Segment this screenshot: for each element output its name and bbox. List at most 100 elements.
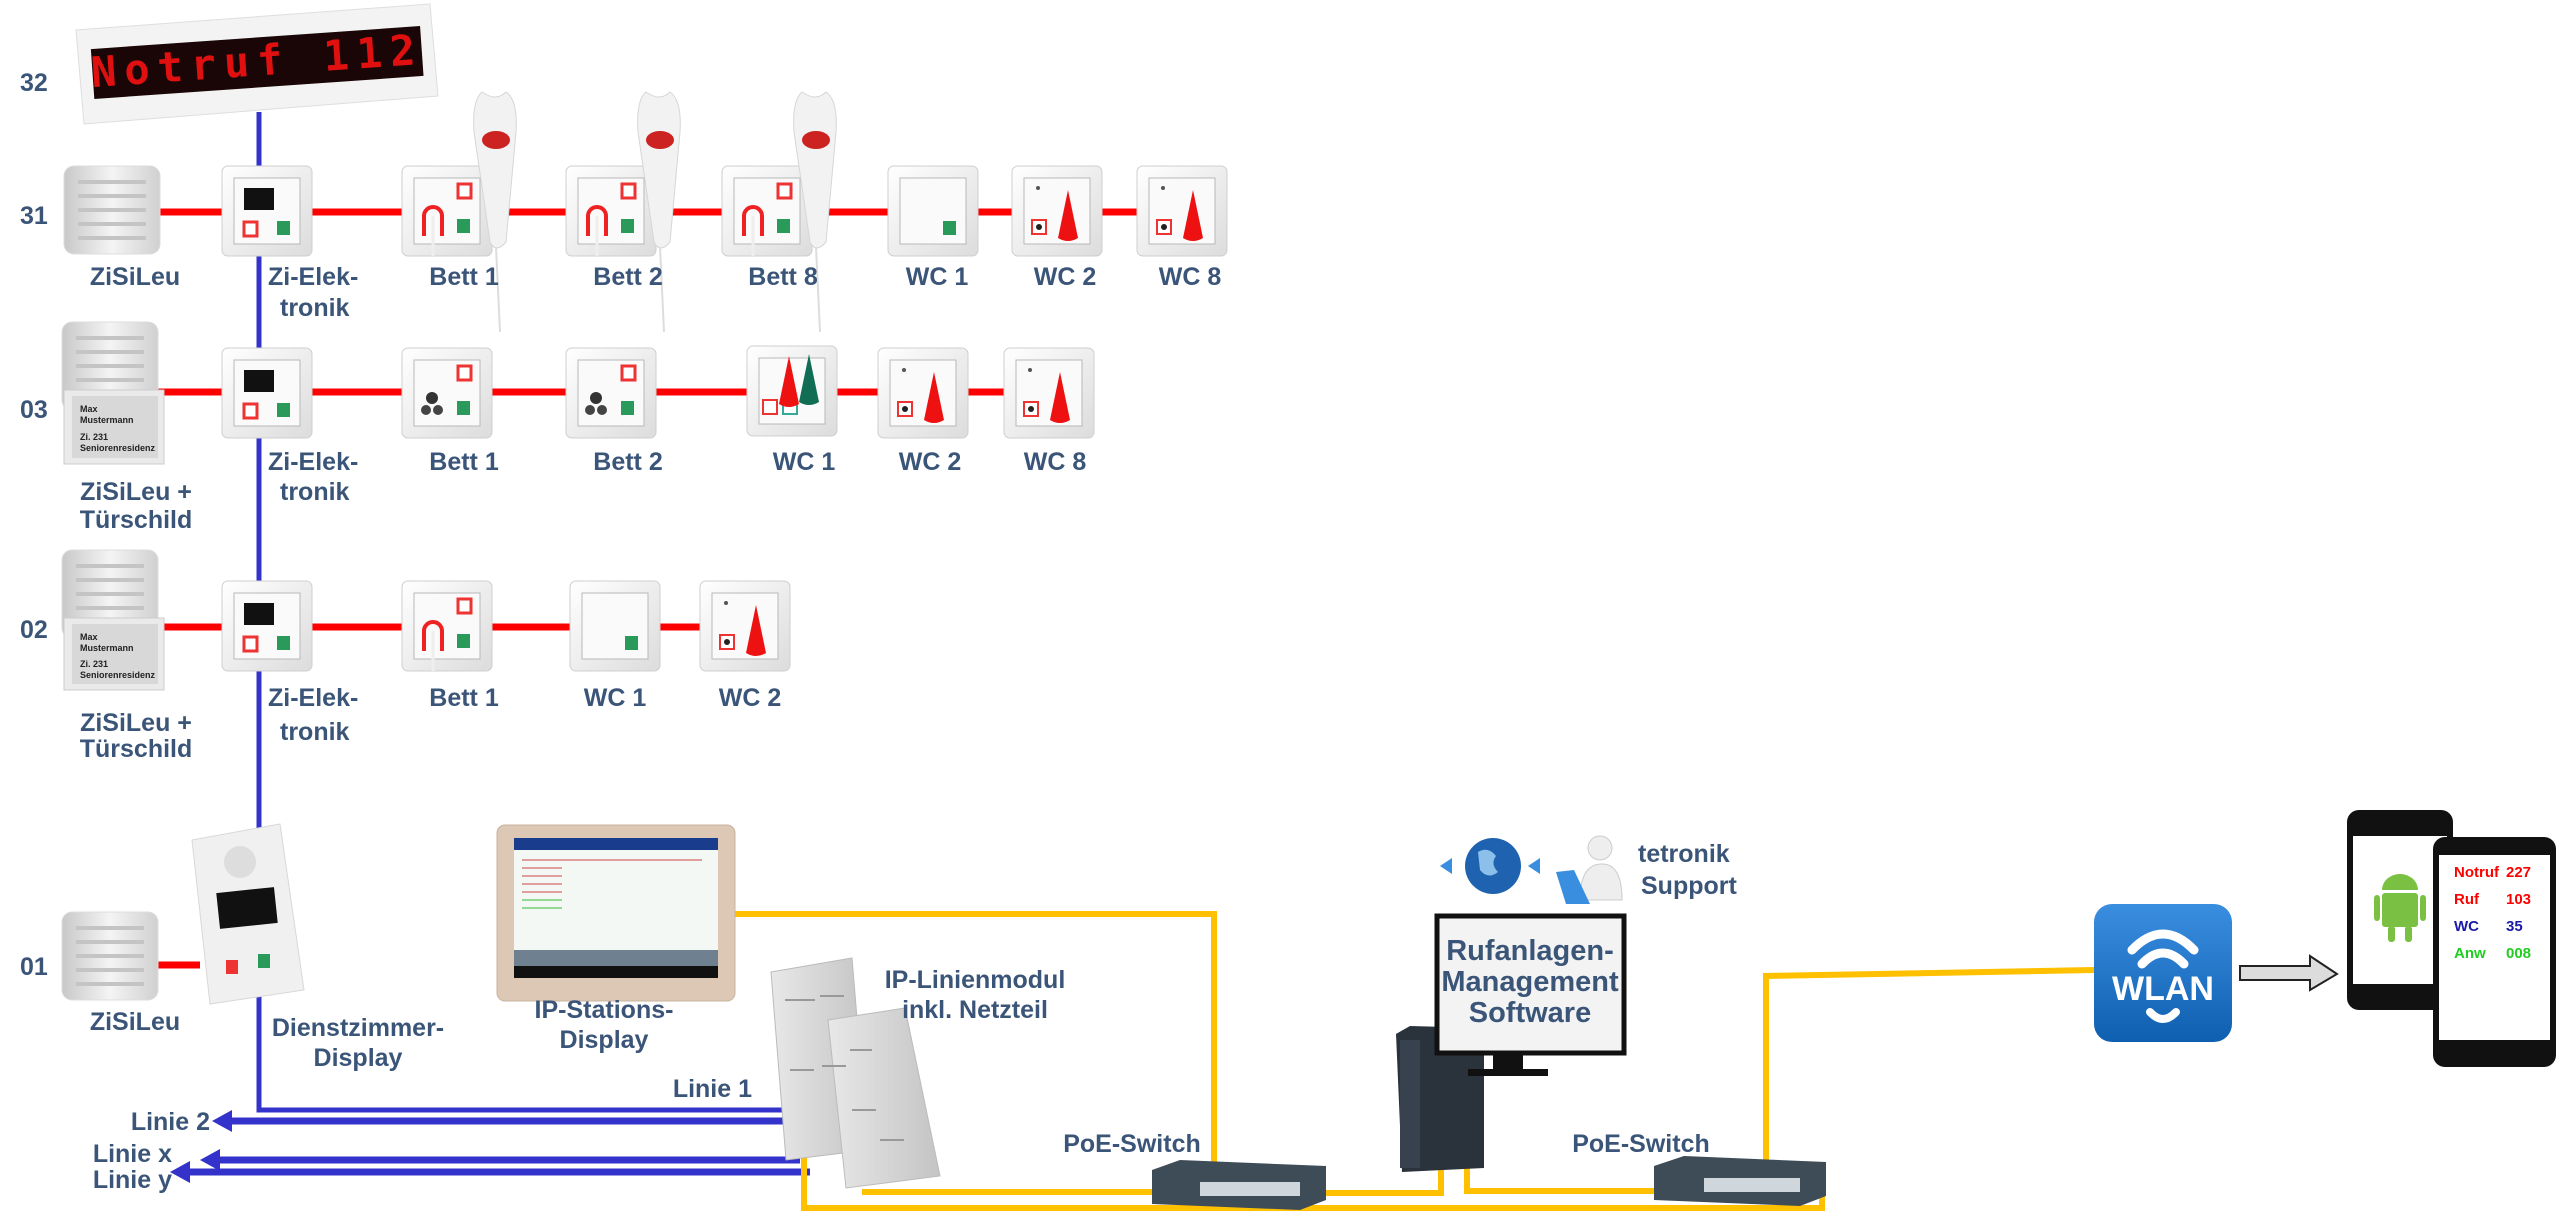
ethernet-cables: [735, 911, 2095, 1211]
door-sign-text: Seniorenresidenz: [80, 443, 156, 453]
software-label-2: Management: [1441, 966, 1619, 998]
door-sign-text: Mustermann: [80, 415, 134, 425]
wc-unit-1: [570, 581, 660, 671]
bed-unit-2: [566, 348, 656, 438]
door-sign-text: Zi. 231: [80, 432, 108, 442]
zisileu-with-door-sign: Max Mustermann Zi. 231 Seniorenresidenz: [60, 548, 165, 691]
label-ip-linienmodul: IP-Linienmodul: [885, 966, 1066, 994]
phone-row-label: Anw: [2454, 945, 2486, 962]
phone-row-value: 008: [2506, 945, 2531, 962]
arrow-left-icon: [1528, 858, 1540, 874]
room-row-03: Max Mustermann Zi. 231 Seniorenresidenz …: [60, 320, 1094, 534]
level-31: 31: [20, 202, 48, 230]
phone-row-value: 227: [2506, 864, 2531, 881]
software-label-3: Software: [1469, 997, 1591, 1029]
corridor-display-notruf: Notruf 112: [75, 3, 439, 125]
label-wc-1: WC 1: [906, 263, 969, 291]
wlan-access-point: WLAN: [2094, 904, 2232, 1042]
label-bett-1: Bett 1: [429, 263, 499, 291]
phone-row-label: Notruf: [2454, 864, 2500, 881]
room-row-02: Max Mustermann Zi. 231 Seniorenresidenz …: [60, 548, 790, 763]
poe-switch-1: PoE-Switch: [1063, 1130, 1326, 1210]
label-zi-elek: Zi-Elek-: [268, 684, 358, 712]
bed-unit-8: [722, 166, 812, 256]
cable-module-switch2: [801, 1150, 1825, 1211]
room-row-01: ZiSiLeu Dienstzimmer- Display IP-Station…: [60, 823, 1066, 1189]
bed-unit-1: [402, 581, 492, 671]
ip-linienmodul-device: [770, 957, 941, 1189]
label-ip-stations: IP-Stations-: [535, 996, 674, 1024]
line-1-wiring: [256, 112, 785, 1113]
wc-unit-1: [888, 166, 978, 256]
other-lines: [170, 1110, 810, 1183]
management-software-monitor: Rufanlagen- Management Software: [1434, 913, 1627, 1076]
label-bett-2: Bett 2: [593, 263, 662, 291]
label-bett-1: Bett 1: [429, 684, 499, 712]
label-zi-elek-2: tronik: [280, 294, 350, 322]
label-bett-2: Bett 2: [593, 448, 662, 476]
wc-unit-1: [747, 346, 837, 436]
linie-x-arrow-icon: [200, 1149, 220, 1171]
label-poe-switch-2: PoE-Switch: [1572, 1130, 1710, 1158]
door-sign-text: Mustermann: [80, 643, 134, 653]
zi-elektronik-device: [222, 348, 312, 438]
server-pc-tower: [1396, 1026, 1484, 1172]
label-zisileu: ZiSiLeu +: [80, 709, 192, 737]
smartphone-android: [2347, 810, 2453, 1010]
zi-elektronik-device: [222, 166, 312, 256]
label-ip-linienmodul-2: inkl. Netzteil: [902, 996, 1048, 1024]
room-row-31: ZiSiLeu Zi-Elek- tronik Bett 1 Bett 2 Be…: [62, 91, 1227, 333]
level-32: 32: [20, 69, 48, 97]
label-zi-elek-2: tronik: [280, 718, 350, 746]
zisileu-with-door-sign: Max Mustermann Zi. 231 Seniorenresidenz: [60, 320, 165, 465]
phone-row-label: WC: [2454, 918, 2479, 935]
label-linie-y: Linie y: [93, 1166, 172, 1194]
label-zisileu: ZiSiLeu: [90, 263, 180, 291]
linie-2-arrow-icon: [212, 1110, 232, 1132]
wc-unit-2: [700, 581, 790, 671]
label-tuerschild: Türschild: [80, 735, 193, 763]
label-zisileu: ZiSiLeu: [90, 1008, 180, 1036]
door-sign-text: Zi. 231: [80, 659, 108, 669]
label-wc-2: WC 2: [1034, 263, 1097, 291]
poe-switch-2: PoE-Switch: [1572, 1130, 1826, 1206]
label-wc-2: WC 2: [899, 448, 962, 476]
label-linie-2: Linie 2: [131, 1108, 210, 1136]
wlan-label: WLAN: [2112, 970, 2214, 1008]
label-zi-elek: Zi-Elek-: [268, 448, 358, 476]
zisileu-device: [60, 910, 160, 1002]
smartphone-status: Notruf 227 Ruf 103 WC 35 Anw 008: [2433, 837, 2556, 1067]
dienstzimmer-display-device: [191, 823, 305, 1005]
label-zi-elek-2: tronik: [280, 478, 350, 506]
wc-unit-2: [878, 348, 968, 438]
label-zi-elek: Zi-Elek-: [268, 263, 358, 291]
label-wc-8: WC 8: [1024, 448, 1087, 476]
label-wc-8: WC 8: [1159, 263, 1222, 291]
label-zisileu: ZiSiLeu +: [80, 478, 192, 506]
label-tetronik: tetronik: [1638, 840, 1730, 868]
cable-switch2-wlan: [1763, 967, 2095, 1162]
arrow-left-icon: [1440, 858, 1452, 874]
zisileu-device: [62, 164, 162, 256]
line-labels: Linie 1 Linie 2 Linie x Linie y: [93, 1075, 752, 1194]
software-label-1: Rufanlagen-: [1446, 935, 1614, 967]
label-dienstzimmer-2: Display: [314, 1044, 403, 1072]
phone-row-value: 103: [2506, 891, 2531, 908]
cable-pc-switch2: [1464, 1165, 1656, 1194]
bed-unit-1: [402, 348, 492, 438]
cable-display-switch: [735, 911, 1217, 1165]
support-person-icon: [1556, 835, 1623, 904]
label-bett-1: Bett 1: [429, 448, 499, 476]
label-wc-1: WC 1: [584, 684, 647, 712]
phone-row-label: Ruf: [2454, 891, 2480, 908]
label-ip-stations-2: Display: [560, 1026, 649, 1054]
linie-1-cable: [256, 112, 785, 1113]
tetronik-support: tetronik Support: [1440, 835, 1737, 904]
ip-stations-display-device: [496, 824, 736, 1002]
label-wc-2: WC 2: [719, 684, 782, 712]
level-01: 01: [20, 953, 48, 981]
label-linie-1: Linie 1: [673, 1075, 752, 1103]
zi-elektronik-device: [222, 581, 312, 671]
door-sign-text: Max: [80, 404, 98, 414]
